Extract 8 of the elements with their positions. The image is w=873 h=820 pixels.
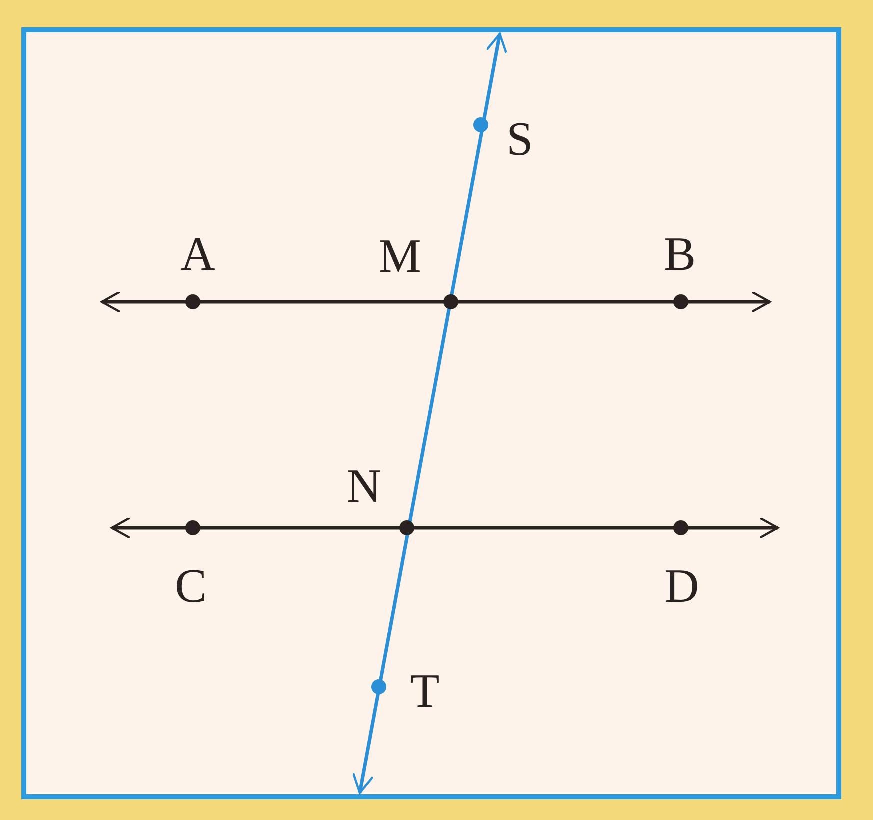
point-label: B: [664, 231, 696, 279]
point-label: A: [180, 231, 216, 279]
point-label: C: [175, 563, 207, 611]
point-label: N: [346, 463, 382, 511]
point-label: D: [664, 563, 700, 611]
point-label: S: [506, 116, 534, 164]
point-label: M: [378, 233, 422, 281]
point-label: T: [410, 668, 440, 716]
